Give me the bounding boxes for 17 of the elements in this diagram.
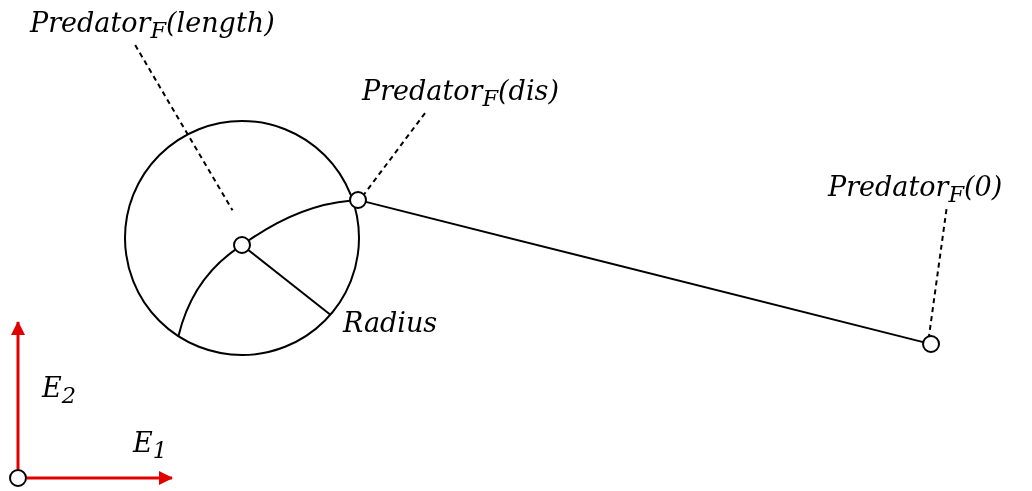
radius-label: Radius: [343, 308, 438, 338]
connector-line: [364, 200, 925, 344]
leader-line: [928, 208, 948, 338]
axis-label: E$_{1}$: [133, 428, 168, 464]
axis-label: E$_{2}$: [42, 373, 77, 409]
leader-line: [134, 44, 234, 212]
radius-line: [247, 249, 332, 316]
leader-line: [362, 112, 426, 196]
origin-marker: [9, 469, 27, 487]
formula-label: Predator$_{F}$(length): [30, 8, 275, 44]
arc-line: [247, 199, 351, 242]
arc-line: [177, 248, 237, 338]
point-marker: [922, 335, 940, 353]
point-marker: [349, 191, 367, 209]
point-marker: [233, 236, 251, 254]
formula-label: Predator$_{F}$(dis): [362, 76, 559, 112]
formula-label: Predator$_{F}$(0): [828, 172, 1003, 208]
